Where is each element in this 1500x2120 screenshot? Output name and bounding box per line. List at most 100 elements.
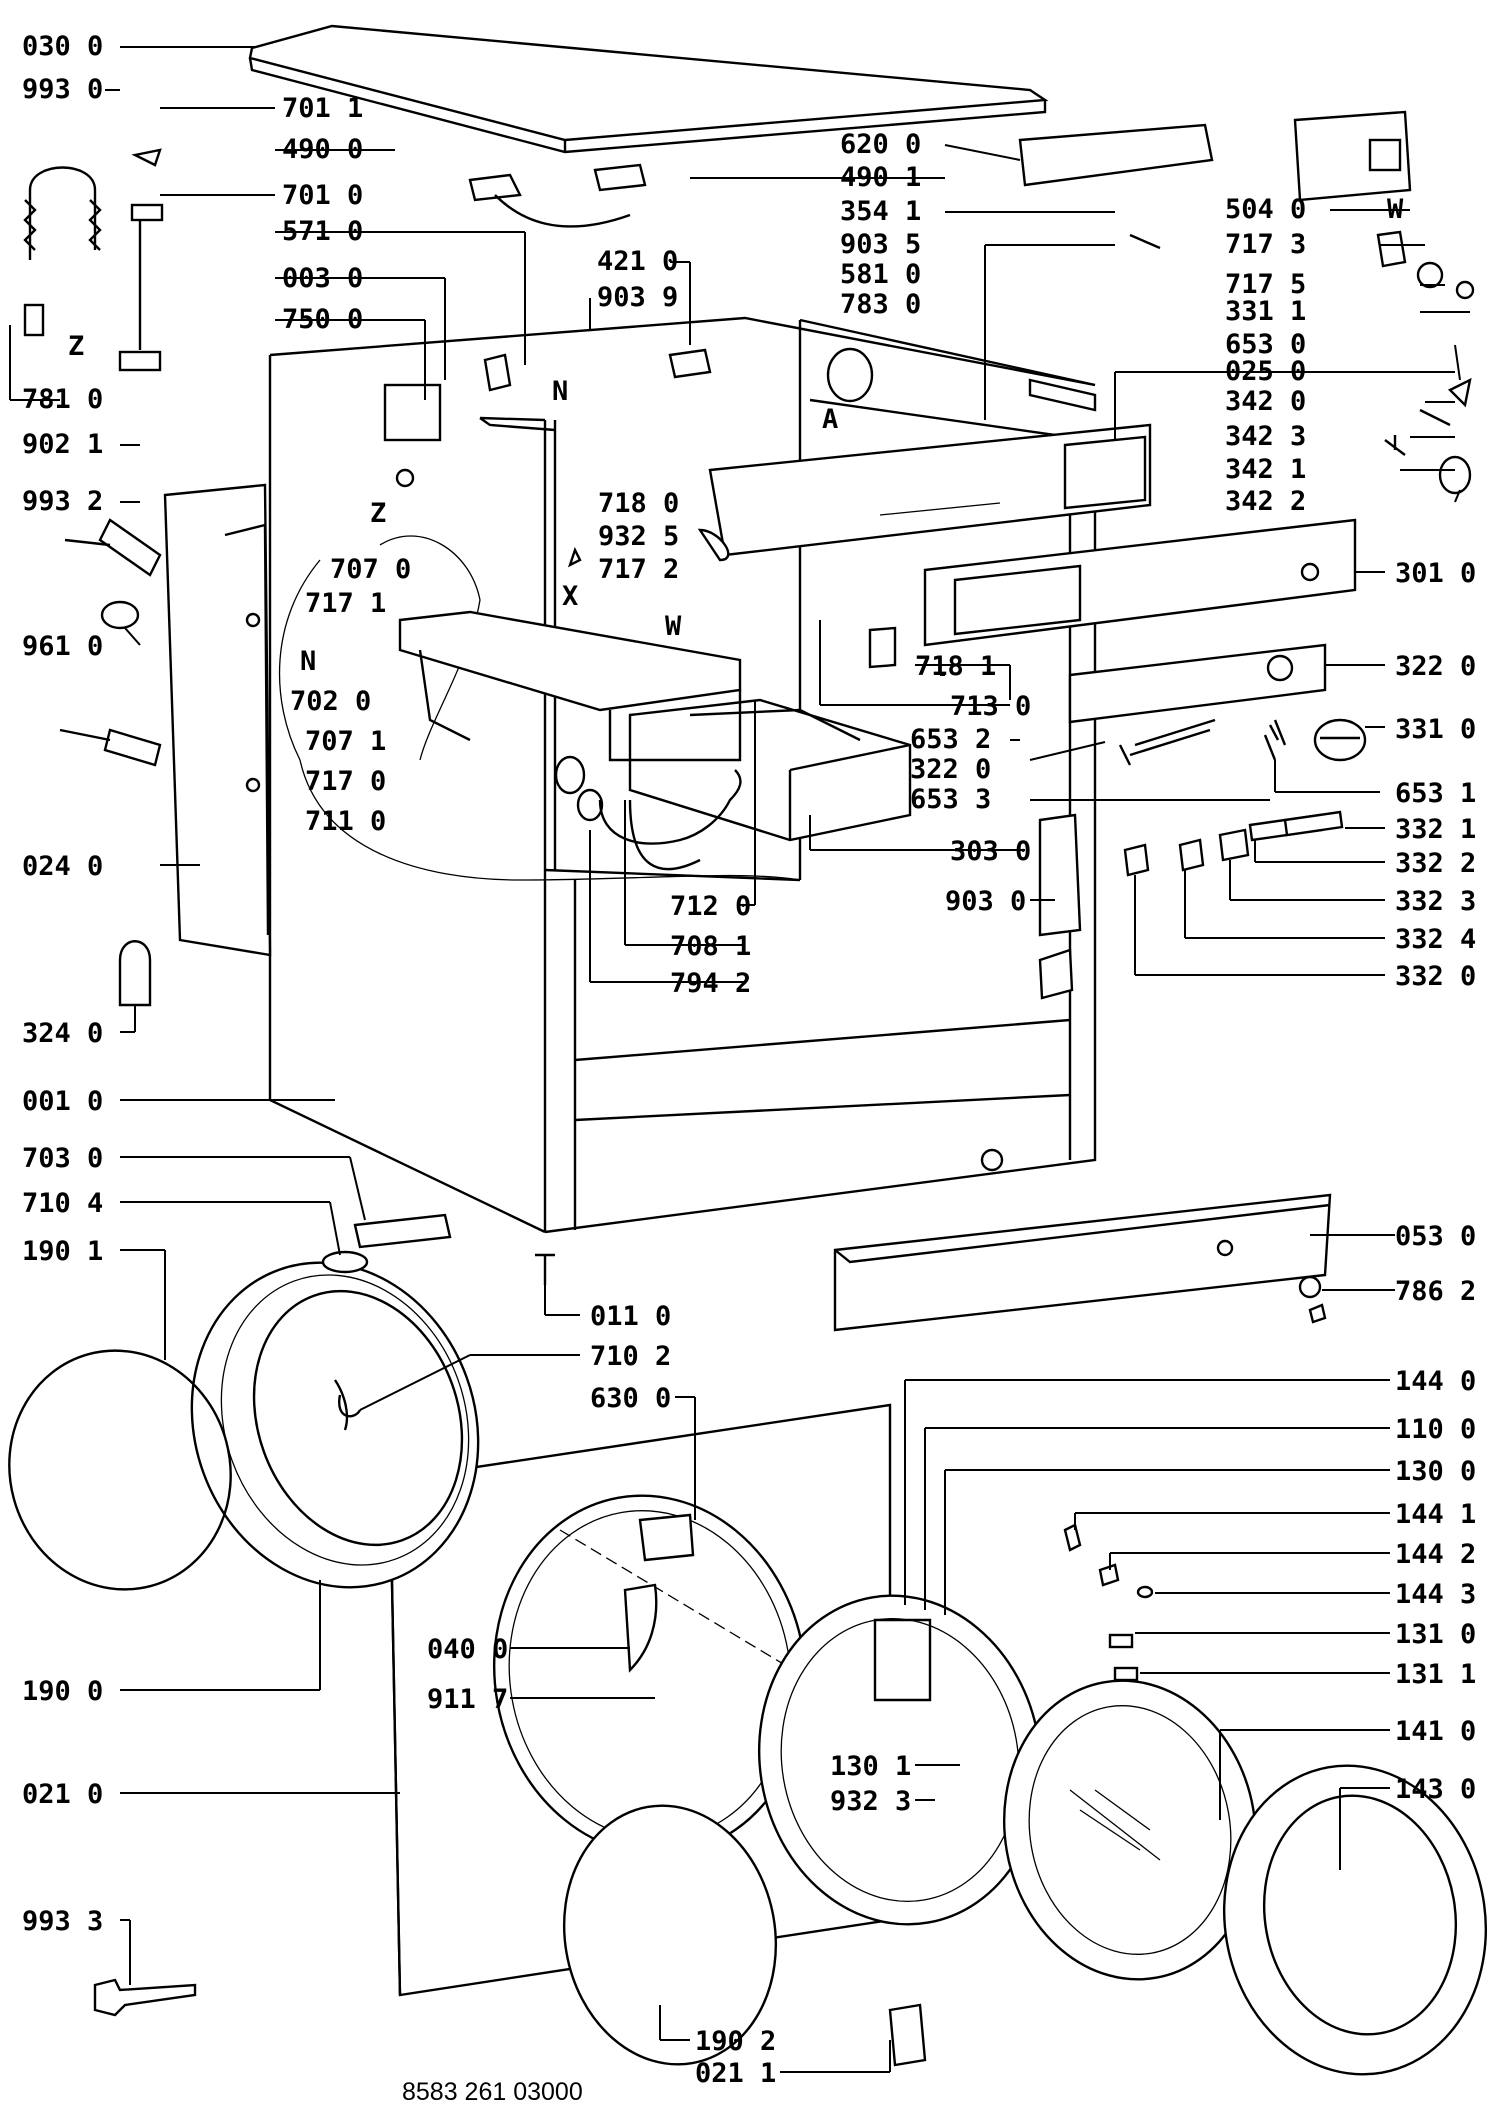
parts-artwork xyxy=(8,24,1488,2076)
label-324-0: 324 0 xyxy=(22,1018,103,1049)
callout-letter-z-2: Z xyxy=(370,498,386,529)
label-710-2: 710 2 xyxy=(590,1341,671,1372)
label-717-1: 717 1 xyxy=(305,588,386,619)
power-module xyxy=(1293,110,1412,202)
label-025-0: 025 0 xyxy=(1225,356,1306,387)
back-cover xyxy=(163,483,272,957)
label-021-1: 021 1 xyxy=(695,2058,776,2089)
label-707-0: 707 0 xyxy=(330,554,411,585)
label-653-1: 653 1 xyxy=(1395,778,1476,809)
label-620-0: 620 0 xyxy=(840,129,921,160)
label-504-0: 504 0 xyxy=(1225,194,1306,225)
label-030-0: 030 0 xyxy=(22,31,103,62)
label-021-0: 021 0 xyxy=(22,1779,103,1810)
label-717-2: 717 2 xyxy=(598,554,679,585)
label-903-9: 903 9 xyxy=(597,282,678,313)
label-190-1: 190 1 xyxy=(22,1236,103,1267)
pressure-switch xyxy=(826,347,874,403)
callout-letter-n-1: N xyxy=(552,376,568,407)
grommet-710 xyxy=(321,1250,369,1274)
label-717-5: 717 5 xyxy=(1225,269,1306,300)
label-581-0: 581 0 xyxy=(840,259,921,290)
dispenser-drawer xyxy=(628,698,912,842)
label-701-0: 701 0 xyxy=(282,180,363,211)
label-332-3: 332 3 xyxy=(1395,886,1476,917)
clamp-ring xyxy=(8,1349,232,1591)
label-786-2: 786 2 xyxy=(1395,1276,1476,1307)
callout-letter-x: X xyxy=(562,581,578,612)
spanner xyxy=(93,1978,197,2017)
label-701-1: 701 1 xyxy=(282,93,363,124)
hatch-324 xyxy=(118,940,152,1007)
label-708-1: 708 1 xyxy=(670,931,751,962)
label-332-4: 332 4 xyxy=(1395,924,1476,955)
dispenser-housing xyxy=(398,610,742,762)
label-342-1: 342 1 xyxy=(1225,454,1306,485)
label-001-0: 001 0 xyxy=(22,1086,103,1117)
door-ring xyxy=(757,1594,1043,1926)
label-902-1: 902 1 xyxy=(22,429,103,460)
label-993-0: 993 0 xyxy=(22,74,103,105)
label-653-3: 653 3 xyxy=(910,784,991,815)
label-024-0: 024 0 xyxy=(22,851,103,882)
callout-letter-w-1: W xyxy=(1387,194,1404,225)
pcb xyxy=(1018,123,1214,187)
label-144-1: 144 1 xyxy=(1395,1499,1476,1530)
label-718-1: 718 1 xyxy=(915,651,996,682)
label-653-2: 653 2 xyxy=(910,724,991,755)
label-144-0: 144 0 xyxy=(1395,1366,1476,1397)
label-783-0: 783 0 xyxy=(840,289,921,320)
label-903-0: 903 0 xyxy=(945,886,1026,917)
callout-letter-z-1: Z xyxy=(68,331,84,362)
label-130-1: 130 1 xyxy=(830,1751,911,1782)
label-653-0: 653 0 xyxy=(1225,329,1306,360)
label-717-0: 717 0 xyxy=(305,766,386,797)
label-911-7: 911 7 xyxy=(427,1684,508,1715)
label-143-0: 143 0 xyxy=(1395,1774,1476,1805)
label-144-2: 144 2 xyxy=(1395,1539,1476,1570)
label-322-0-a: 322 0 xyxy=(1395,651,1476,682)
label-932-3: 932 3 xyxy=(830,1786,911,1817)
label-301-0: 301 0 xyxy=(1395,558,1476,589)
label-331-0: 331 0 xyxy=(1395,714,1476,745)
label-342-3: 342 3 xyxy=(1225,421,1306,452)
label-040-0: 040 0 xyxy=(427,1634,508,1665)
label-303-0: 303 0 xyxy=(950,836,1031,867)
label-630-0: 630 0 xyxy=(590,1383,671,1414)
label-750-0: 750 0 xyxy=(282,304,363,335)
callout-letter-w-2: W xyxy=(665,611,682,642)
plinth xyxy=(833,1193,1332,1332)
top-lid xyxy=(248,24,1049,154)
label-702-0: 702 0 xyxy=(290,686,371,717)
label-190-0: 190 0 xyxy=(22,1676,103,1707)
label-421-0: 421 0 xyxy=(597,246,678,277)
part-labels: 030 0 993 0 701 1 490 0 701 0 571 0 003 … xyxy=(22,31,1476,2089)
callout-letter-a: A xyxy=(822,404,838,435)
label-707-1: 707 1 xyxy=(305,726,386,757)
spring-assembly xyxy=(28,166,97,260)
label-342-2: 342 2 xyxy=(1225,486,1306,517)
callout-letter-n-2: N xyxy=(300,646,316,677)
label-003-0: 003 0 xyxy=(282,263,363,294)
label-713-0: 713 0 xyxy=(950,691,1031,722)
label-711-0: 711 0 xyxy=(305,806,386,837)
door-gasket xyxy=(562,1804,778,2066)
label-332-1: 332 1 xyxy=(1395,814,1476,845)
door-seal xyxy=(190,1261,480,1589)
label-130-0: 130 0 xyxy=(1395,1456,1476,1487)
label-781-0: 781 0 xyxy=(22,384,103,415)
label-703-0: 703 0 xyxy=(22,1143,103,1174)
label-331-1: 331 1 xyxy=(1225,296,1306,327)
label-718-0: 718 0 xyxy=(598,488,679,519)
label-961-0: 961 0 xyxy=(22,631,103,662)
label-332-2: 332 2 xyxy=(1395,848,1476,879)
label-710-4: 710 4 xyxy=(22,1188,103,1219)
inlet-valve xyxy=(668,348,712,379)
label-932-5: 932 5 xyxy=(598,521,679,552)
label-490-0: 490 0 xyxy=(282,134,363,165)
item-961 xyxy=(100,600,140,630)
label-322-0-b: 322 0 xyxy=(910,754,991,785)
label-190-2: 190 2 xyxy=(695,2026,776,2057)
label-011-0: 011 0 xyxy=(590,1301,671,1332)
